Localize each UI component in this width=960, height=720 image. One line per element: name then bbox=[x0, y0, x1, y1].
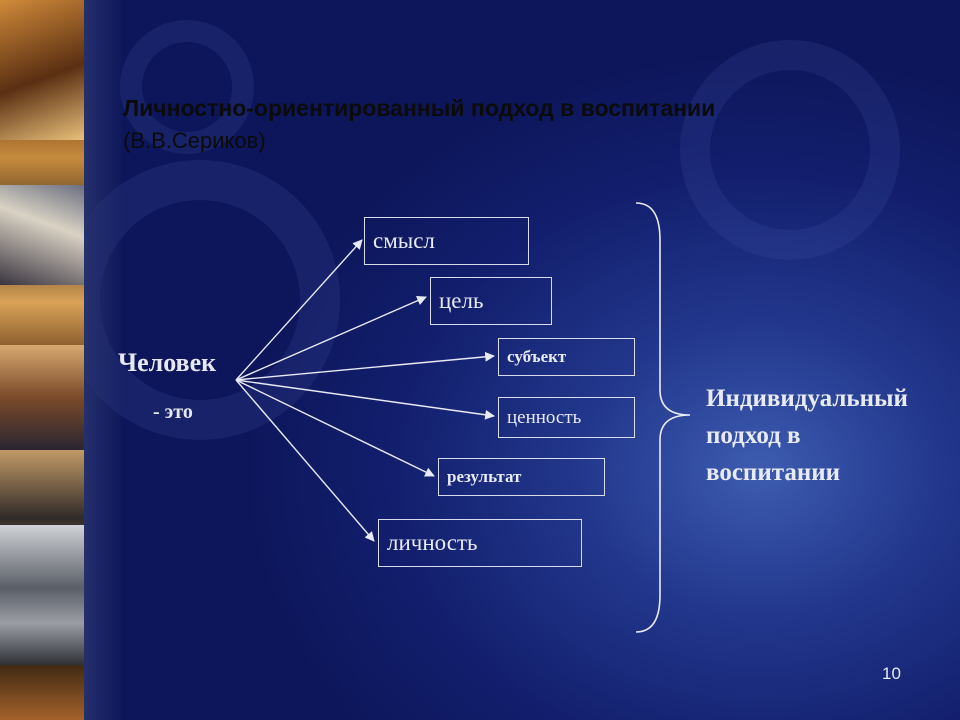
photo-girl bbox=[0, 345, 84, 450]
box-tsennost: ценность bbox=[498, 397, 635, 438]
box-tsel: цель bbox=[430, 277, 552, 325]
individual-approach-label: Индивидуальный подход в воспитании bbox=[706, 385, 908, 486]
curly-brace bbox=[635, 202, 691, 633]
strip-fade bbox=[84, 0, 124, 720]
box-smysl: смысл bbox=[364, 217, 529, 265]
slide-title: Личностно-ориентированный подход в воспи… bbox=[123, 95, 716, 121]
person-label: Человек bbox=[118, 348, 217, 377]
person-sublabel: - это bbox=[153, 401, 193, 423]
box-lichnost: личность bbox=[378, 519, 582, 567]
photo-equipment bbox=[0, 525, 84, 665]
arrow-to-smysl bbox=[235, 239, 363, 381]
page-number: 10 bbox=[882, 664, 901, 683]
arrow-to-lichnost bbox=[235, 379, 375, 542]
arrow-to-tsel bbox=[235, 296, 427, 381]
photo-students bbox=[0, 0, 84, 140]
arrow-to-subekt bbox=[235, 351, 495, 381]
box-subekt: субъект bbox=[498, 338, 635, 376]
slide-subtitle: (В.В.Сериков) bbox=[123, 128, 266, 153]
arrow-to-rezultat bbox=[235, 379, 435, 477]
photo-computer-user bbox=[0, 185, 84, 285]
box-rezultat: результат bbox=[438, 458, 605, 496]
photo-strip bbox=[0, 0, 84, 720]
arrow-to-tsennost bbox=[235, 379, 495, 420]
